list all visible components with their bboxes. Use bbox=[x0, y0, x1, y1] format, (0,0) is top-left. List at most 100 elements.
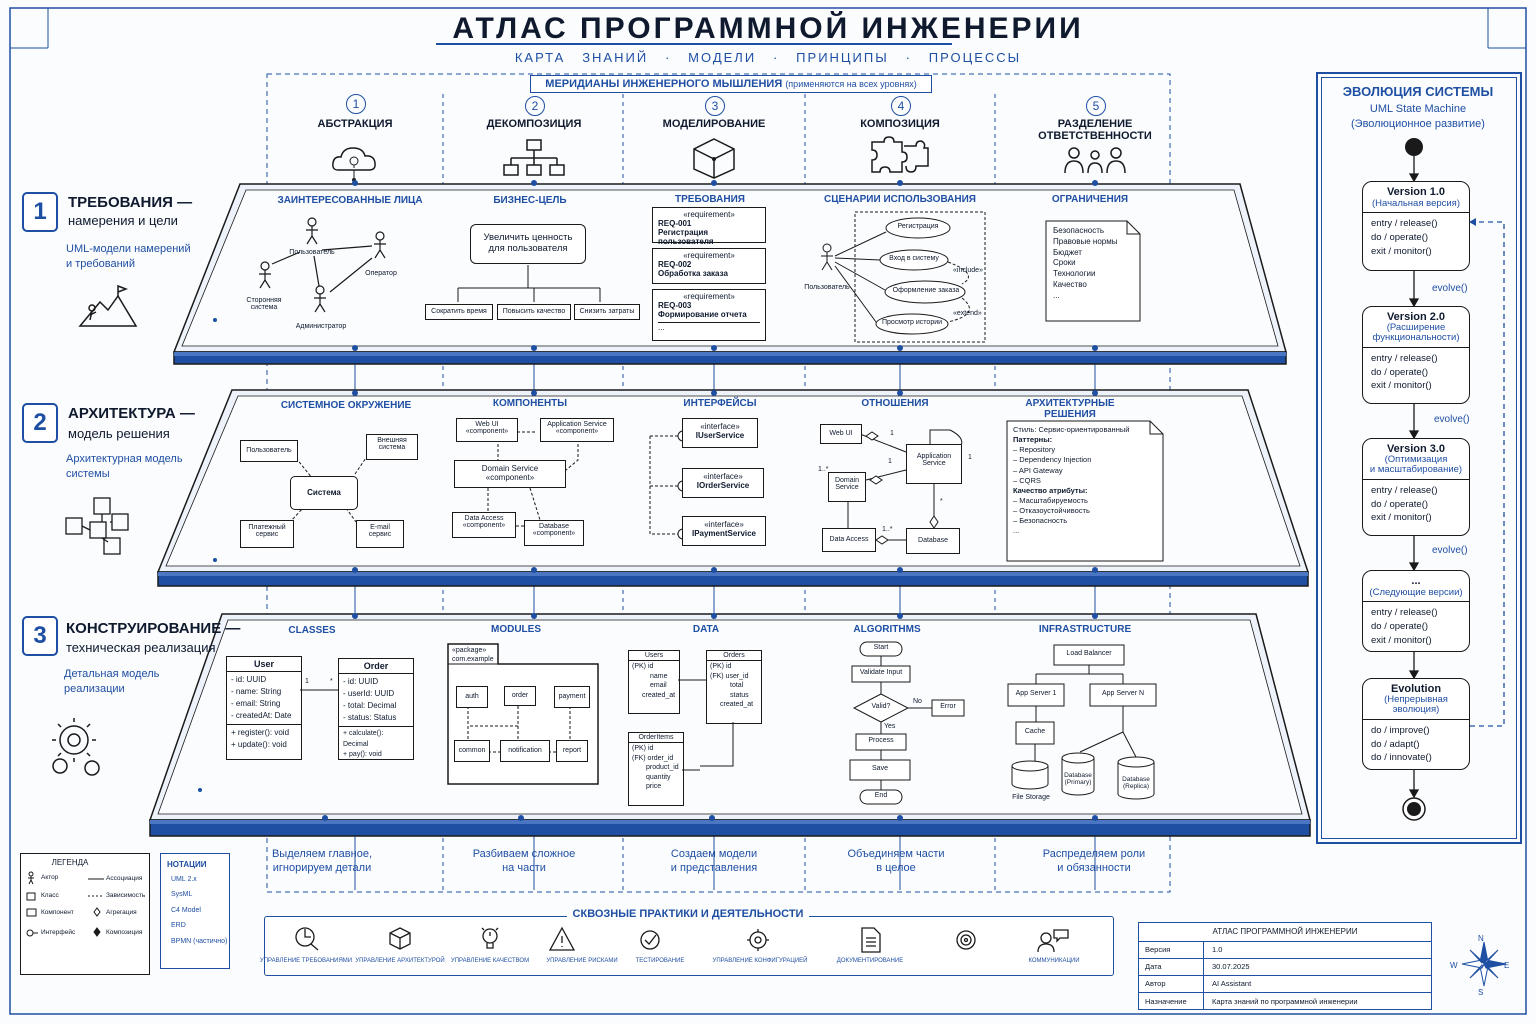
package-name: com.example bbox=[452, 656, 494, 664]
req-header-goal: БИЗНЕС-ЦЕЛЬ bbox=[493, 195, 567, 206]
module-report: report bbox=[556, 740, 588, 762]
compass-e: E bbox=[1504, 961, 1510, 970]
level-1-number: 1 bbox=[22, 192, 58, 232]
constraint-item: Безопасность bbox=[1053, 226, 1105, 235]
table-row: quantity bbox=[646, 773, 671, 781]
context-user: Пользователь bbox=[240, 440, 298, 462]
actor-admin-label: Администратор bbox=[295, 323, 347, 330]
mult-3: 1..* bbox=[818, 466, 829, 473]
component-database: Database«component» bbox=[524, 520, 584, 546]
constraint-item: Бюджет bbox=[1053, 247, 1082, 257]
usecase-order: Оформление заказа bbox=[892, 287, 960, 294]
gears-icon bbox=[52, 718, 100, 776]
state-action: exit / monitor() bbox=[1371, 245, 1432, 257]
decision-pattern: – CQRS bbox=[1013, 475, 1041, 485]
req-header-usecases: СЦЕНАРИИ ИСПОЛЬЗОВАНИЯ bbox=[824, 194, 976, 205]
mult-1: 1 bbox=[890, 430, 894, 437]
config-icon bbox=[747, 929, 769, 951]
infra-load-balancer: Load Balancer bbox=[1066, 650, 1112, 657]
state-action: do / operate() bbox=[1371, 366, 1429, 378]
usecase-login: Вход в систему bbox=[889, 255, 939, 262]
legend-interface-icon bbox=[26, 929, 38, 937]
arch-header-interfaces: ИНТЕРФЕЙСЫ bbox=[683, 398, 757, 409]
meridian-num-5: 5 bbox=[1086, 96, 1106, 116]
infra-file-storage: File Storage bbox=[1012, 794, 1050, 801]
component-stereotype: «component» bbox=[462, 522, 506, 529]
interface-stereotype: «interface» bbox=[700, 422, 740, 431]
component-stereotype: «component» bbox=[465, 428, 509, 435]
state-action: exit / monitor() bbox=[1371, 380, 1432, 392]
notation-item: SysML bbox=[171, 891, 193, 899]
state-desc: (Непрерывная эволюция) bbox=[1384, 694, 1448, 716]
level-2-number: 2 bbox=[22, 403, 58, 443]
module-payment: payment bbox=[554, 686, 590, 708]
component-appservice: Application Service«component» bbox=[540, 418, 614, 442]
usecase-actor-label: Пользователь bbox=[804, 284, 850, 291]
legend-component-icon bbox=[26, 908, 37, 917]
meridian-label-2: ДЕКОМПОЗИЦИЯ bbox=[486, 118, 582, 130]
decision-style: Стиль: Сервис-ориентированный bbox=[1013, 425, 1130, 434]
risk-icon bbox=[548, 926, 576, 951]
state-desc: (Расширение функциональности) bbox=[1372, 322, 1460, 344]
requirements-icon bbox=[295, 927, 319, 951]
practice-architecture: УПРАВЛЕНИЕ АРХИТЕКТУРОЙ bbox=[355, 958, 445, 964]
state-name: Evolution bbox=[1390, 683, 1442, 695]
table-name: OrderItems bbox=[629, 733, 683, 744]
level-3-title: КОНСТРУИРОВАНИЕ — bbox=[66, 620, 241, 637]
requirement-box-1: «requirement» REQ-001 Регистрация пользо… bbox=[652, 207, 766, 246]
legend-aggregation: Агрегация bbox=[106, 909, 137, 916]
class-name: Order bbox=[339, 659, 413, 674]
evolution-subtitle-2: (Эволюционное развитие) bbox=[1351, 118, 1485, 130]
component-stereotype: «component» bbox=[532, 530, 576, 537]
meridian-num-2: 2 bbox=[525, 96, 545, 116]
level-2-desc: Архитектурная модель системы bbox=[66, 453, 183, 480]
arch-header-components: КОМПОНЕНТЫ bbox=[492, 398, 568, 409]
arch-header-decisions: АРХИТЕКТУРНЫЕ РЕШЕНИЯ bbox=[1025, 398, 1115, 420]
table-row: name bbox=[650, 672, 668, 680]
legend-component: Компонент bbox=[41, 909, 74, 916]
actor-external-system-label: Сторонняя система bbox=[246, 297, 282, 311]
requirement-stereotype: «requirement» bbox=[683, 251, 735, 260]
people-icon bbox=[1064, 147, 1126, 174]
legend-title: ЛЕГЕНДА bbox=[51, 858, 89, 867]
requirement-name: Регистрация пользователя bbox=[658, 228, 714, 246]
architecture-icon bbox=[389, 927, 411, 950]
cubes-network-icon bbox=[65, 497, 129, 555]
extend-label: «extend» bbox=[953, 310, 982, 317]
module-auth: auth bbox=[456, 686, 488, 708]
constraint-item: Качество bbox=[1053, 279, 1087, 289]
requirement-id: REQ-003 bbox=[658, 301, 692, 310]
state-action: do / innovate() bbox=[1371, 752, 1432, 764]
level-2-subtitle: модель решения bbox=[68, 426, 170, 441]
state-action: entry / release() bbox=[1371, 484, 1438, 496]
constraint-item: Технологии bbox=[1053, 269, 1096, 279]
table-row: total bbox=[730, 682, 744, 690]
caption-modeling: Создаем модели и представления bbox=[670, 848, 758, 875]
relation-dataaccess: Data Access bbox=[822, 528, 876, 552]
usecase-registration: Регистрация bbox=[897, 223, 939, 230]
page-subtitle: КАРТА ЗНАНИЙ · МОДЕЛИ · ПРИНЦИПЫ · ПРОЦЕ… bbox=[514, 50, 1022, 65]
class-order: Order - id: UUID - userId: UUID - total:… bbox=[338, 658, 414, 760]
cloud-idea-icon bbox=[332, 147, 376, 182]
interface-iorderservice: «interface»IOrderService bbox=[682, 468, 764, 498]
practice-quality: УПРАВЛЕНИЕ КАЧЕСТВОМ bbox=[450, 958, 530, 964]
component-webui: Web UI«component» bbox=[456, 418, 518, 442]
meridian-label-5: РАЗДЕЛЕНИЕ ОТВЕТСТВЕННОСТИ bbox=[1038, 118, 1152, 142]
relation-database: Database bbox=[906, 528, 960, 554]
state-action: do / operate() bbox=[1371, 231, 1429, 243]
mult-4: * bbox=[940, 498, 943, 505]
flow-error: Error bbox=[940, 703, 956, 710]
legend-interface: Интерфейс bbox=[41, 929, 76, 936]
requirement-more: ... bbox=[658, 322, 760, 332]
legend-class: Класс bbox=[41, 892, 59, 899]
interface-name: IPaymentService bbox=[691, 529, 757, 538]
table-orderitems: OrderItems (PK) id (FK) order_id product… bbox=[628, 732, 684, 806]
table-row: (PK) id bbox=[632, 745, 654, 753]
